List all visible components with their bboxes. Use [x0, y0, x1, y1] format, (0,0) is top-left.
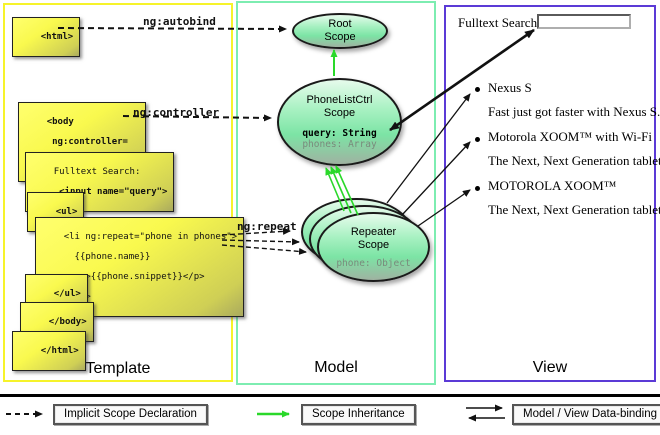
scope-property: phone: Object: [336, 257, 411, 269]
root-scope-ellipse: Root Scope: [292, 13, 388, 49]
code-text: <body: [46, 117, 74, 127]
code-text: ng:controller=: [46, 137, 128, 147]
bullet-icon: [475, 137, 480, 142]
view-item-snippet: Fast just got faster with Nexus S.: [488, 104, 660, 119]
legend-implicit-scope-declaration: Implicit Scope Declaration: [53, 404, 208, 425]
code-text: </ul>: [53, 289, 81, 299]
view-item-snippet: The Next, Next Generation tablet.: [488, 153, 660, 168]
code-text: <html>: [40, 32, 74, 42]
fulltext-search-input[interactable]: [537, 14, 631, 29]
code-text: <ul>: [55, 207, 78, 217]
code-text: {{phone.name}}: [63, 252, 151, 262]
label-ng-autobind: ng:autobind: [143, 15, 216, 28]
repeater-scope-ellipse-front: Repeater Scope phone: Object: [317, 212, 430, 282]
code-text: </body>: [48, 317, 87, 327]
view-column-title: View: [532, 359, 568, 376]
scope-property: query: String: [302, 128, 377, 139]
legend-separator-line: [0, 394, 660, 397]
model-column-title: Model: [314, 359, 358, 376]
scope-name: Scope: [324, 31, 356, 43]
legend-model-view-data-binding: Model / View Data-binding: [512, 404, 660, 425]
model-column: Model: [236, 1, 436, 385]
bullet-icon: [475, 186, 480, 191]
view-item-name: Motorola XOOM™ with Wi-Fi: [488, 129, 653, 144]
bullet-icon: [475, 87, 480, 92]
view-item-snippet: The Next, Next Generation tablet.: [488, 202, 660, 217]
view-item-name: Nexus S: [488, 80, 532, 95]
view-search-label: Fulltext Search:: [458, 15, 541, 30]
code-box-html-close: </html>: [12, 331, 86, 371]
scope-name: Repeater: [350, 225, 397, 238]
code-text: <p>{{phone.snippet}}</p>: [63, 272, 205, 282]
code-text: </html>: [40, 346, 79, 356]
code-text: Fulltext Search:: [53, 167, 141, 177]
view-item-name: MOTOROLA XOOM™: [488, 178, 617, 193]
label-ng-controller: ng:controller: [133, 106, 220, 119]
scope-name: Scope: [357, 238, 390, 251]
scope-property: phones: Array: [302, 139, 377, 150]
scope-name: PhoneListCtrl: [306, 94, 373, 106]
scope-name: Root: [328, 18, 352, 30]
code-text: <li ng:repeat="phone in phones">: [63, 232, 238, 242]
legend-scope-inheritance: Scope Inheritance: [301, 404, 416, 425]
label-ng-repeat: ng:repeat: [237, 220, 297, 233]
code-box-html-open: <html>: [12, 17, 81, 57]
template-column-title: Template: [85, 360, 151, 377]
scope-name: Scope: [323, 107, 356, 119]
phonelistctrl-scope-ellipse: PhoneListCtrl Scope query: String phones…: [277, 78, 402, 166]
